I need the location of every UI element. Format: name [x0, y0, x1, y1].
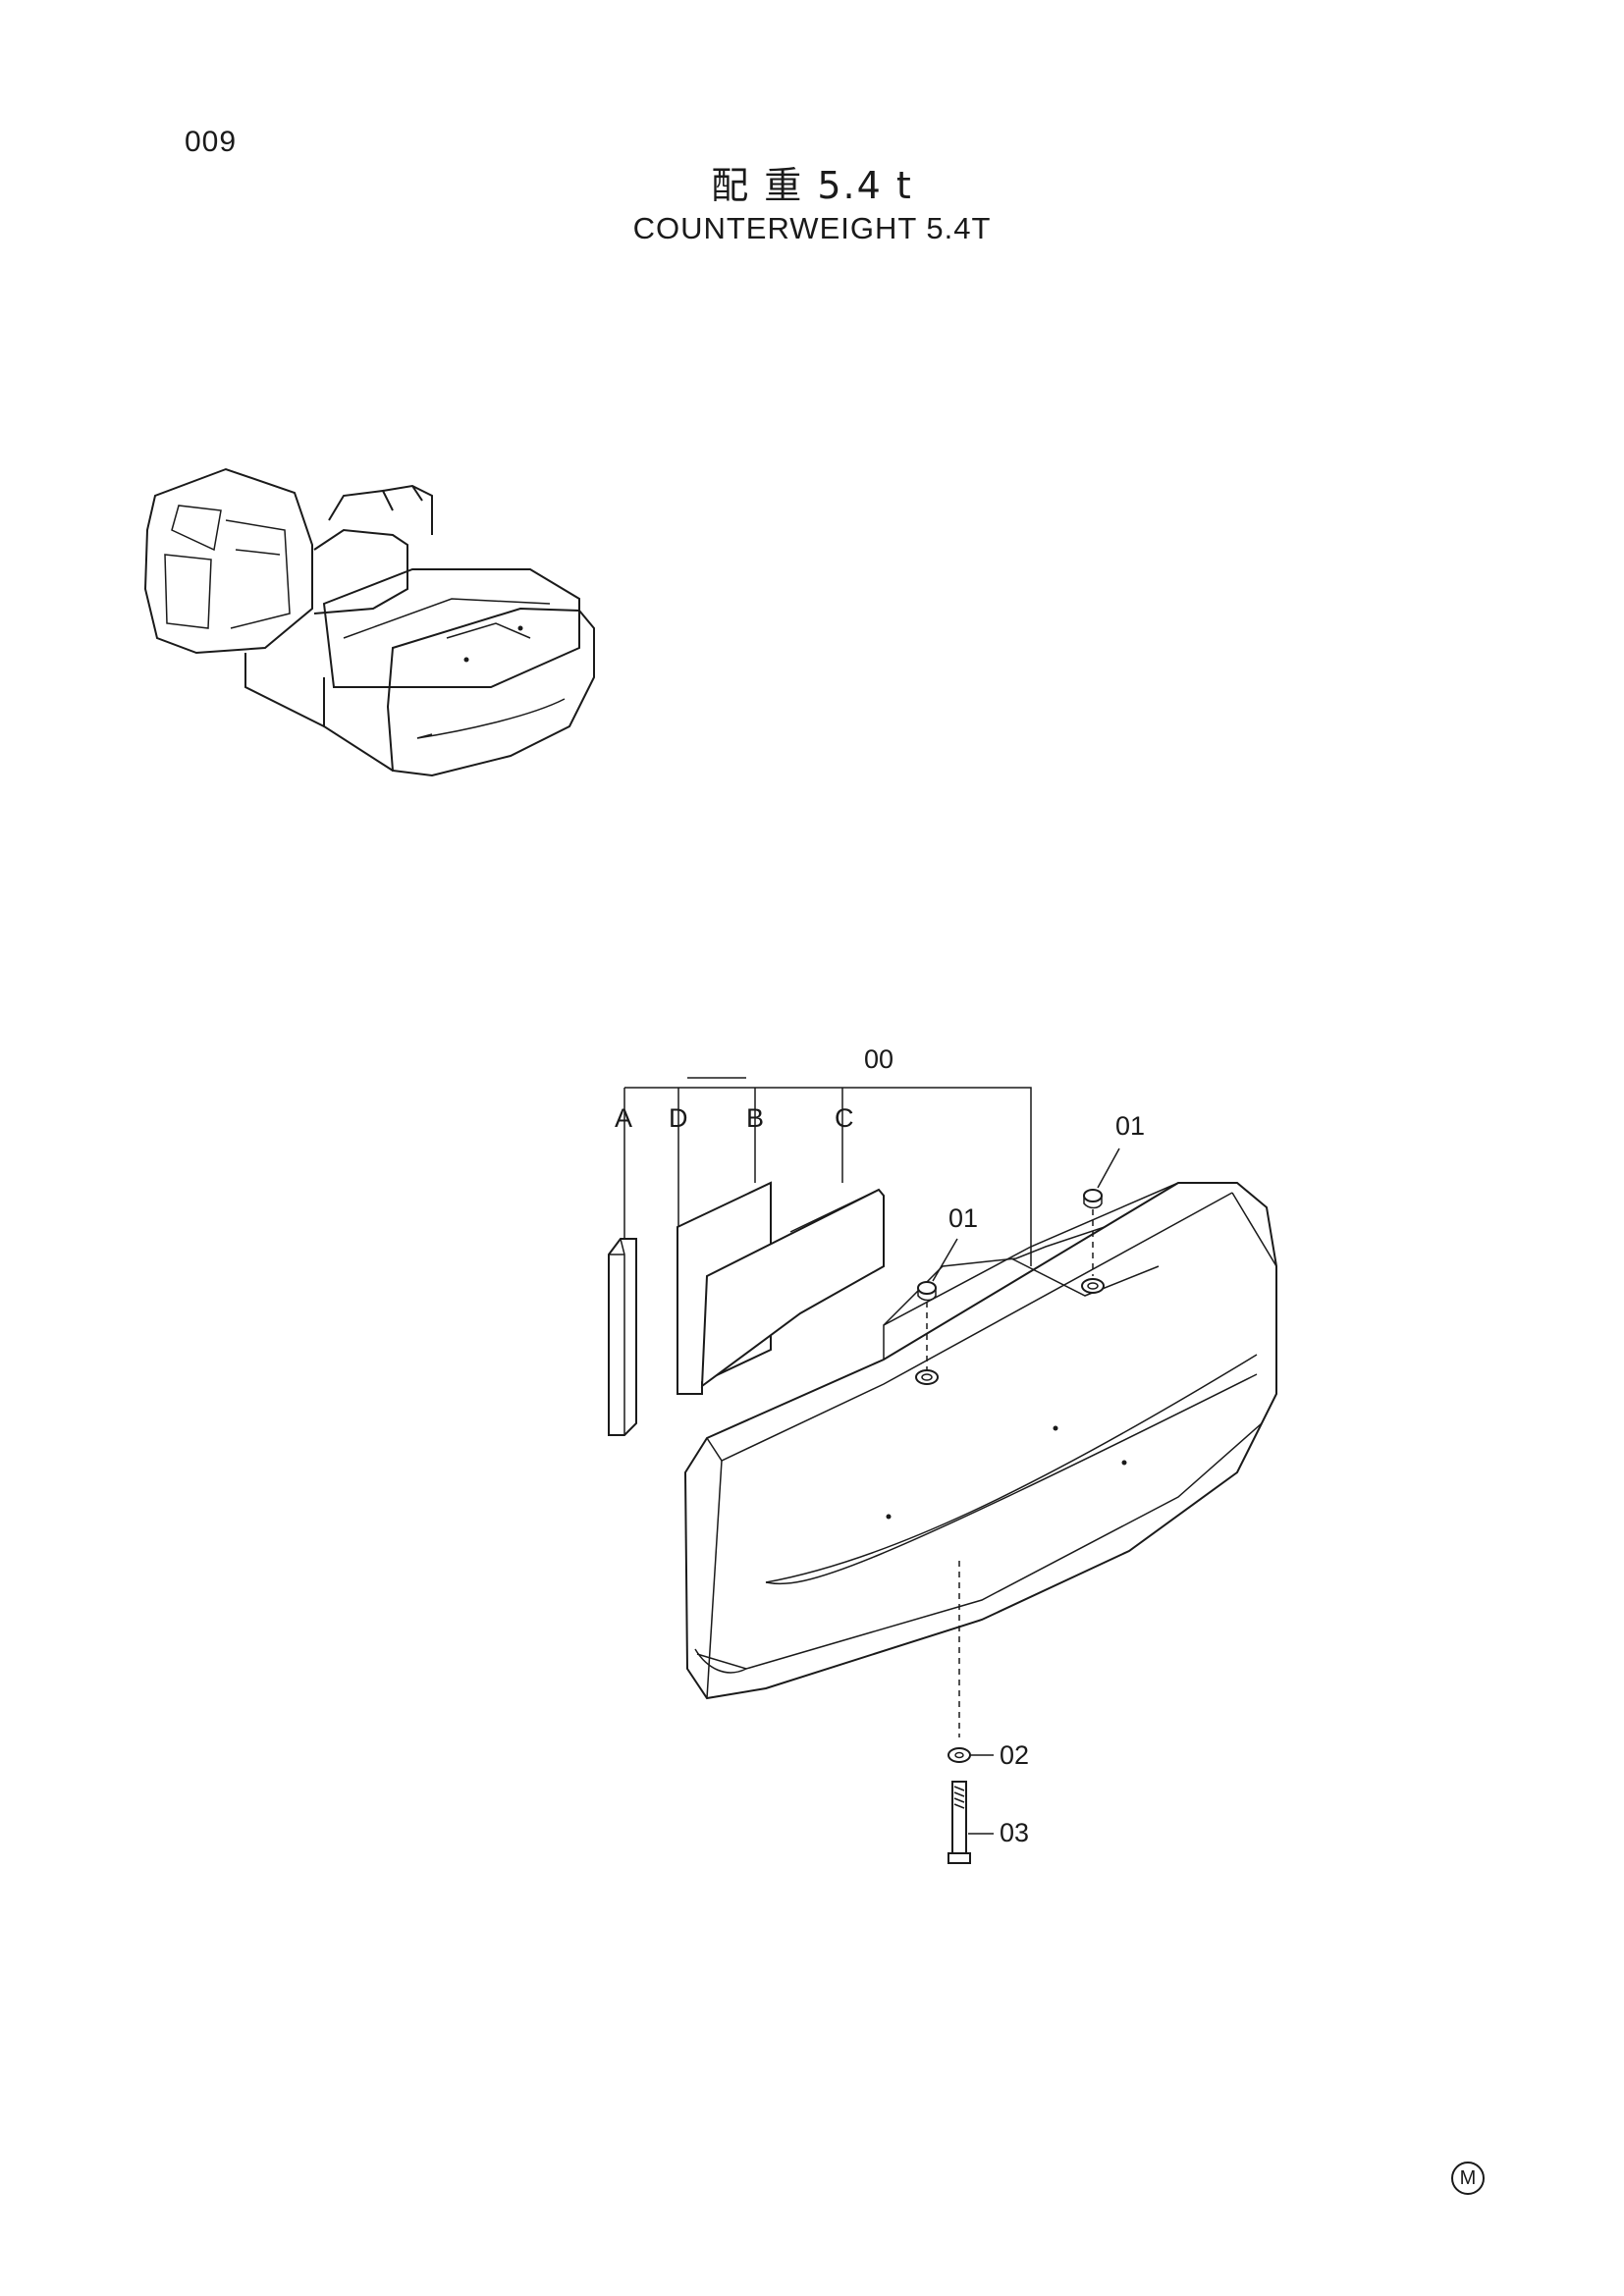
washer — [947, 1561, 994, 1763]
cap-left — [915, 1238, 958, 1385]
excavator-overview-illustration — [143, 467, 595, 777]
manufacturer-mark: M — [1451, 2162, 1485, 2195]
page-number: 009 — [185, 126, 238, 158]
cap-right — [1081, 1148, 1120, 1294]
callout-plate-b: B — [746, 1103, 764, 1133]
callout-assembly: 00 — [864, 1044, 893, 1074]
callout-plate-d: D — [669, 1103, 688, 1133]
plate-a — [608, 1238, 637, 1436]
assembly-bracket — [623, 1077, 1032, 1313]
title-english: COUNTERWEIGHT 5.4T — [632, 211, 992, 245]
callout-plate-a: A — [615, 1103, 632, 1133]
callout-cap-left: 01 — [948, 1203, 978, 1233]
callout-washer: 02 — [1000, 1740, 1029, 1770]
callout-cap-right: 01 — [1115, 1111, 1145, 1141]
bolt — [947, 1781, 994, 1864]
title-japanese: 配 重 5.4 t — [711, 164, 913, 207]
counterweight-body — [683, 1182, 1277, 1700]
callout-plate-c: C — [835, 1103, 854, 1133]
callout-bolt: 03 — [1000, 1818, 1029, 1847]
plate-c — [700, 1188, 885, 1389]
